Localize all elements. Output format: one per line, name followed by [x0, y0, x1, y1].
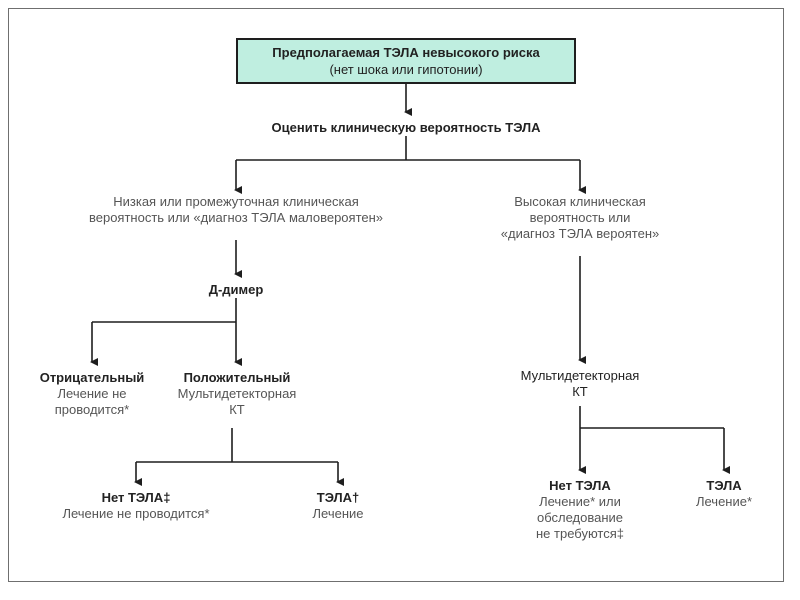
- node-ct-high: Мультидетекторная КТ: [500, 368, 660, 400]
- pe-right-line-1: Лечение*: [695, 494, 753, 509]
- node-positive: Положительный Мультидетекторная КТ: [162, 370, 312, 418]
- no-pe-right-line-3: не требуются‡: [536, 526, 624, 541]
- no-pe-right-line-1: Лечение* или: [539, 494, 621, 509]
- positive-line-1: Мультидетекторная: [177, 386, 297, 401]
- node-no-pe-left: Нет ТЭЛА‡ Лечение не проводится*: [36, 490, 236, 522]
- node-pe-right: ТЭЛА Лечение*: [674, 478, 774, 510]
- pe-left-title: ТЭЛА†: [316, 490, 360, 505]
- no-pe-left-line-1: Лечение не проводится*: [62, 506, 210, 521]
- node-high-probability: Высокая клиническая вероятность или «диа…: [480, 194, 680, 242]
- node-low-probability: Низкая или промежуточная клиническая вер…: [36, 194, 436, 226]
- ct-high-line-2: КТ: [572, 384, 588, 399]
- top-box-title: Предполагаемая ТЭЛА невысокого риска: [272, 45, 540, 60]
- positive-title: Положительный: [183, 370, 291, 385]
- assess-text: Оценить клиническую вероятность ТЭЛА: [271, 120, 541, 135]
- node-assess-probability: Оценить клиническую вероятность ТЭЛА: [206, 120, 606, 136]
- node-pe-left: ТЭЛА† Лечение: [288, 490, 388, 522]
- top-box-subtitle: (нет шока или гипотонии): [329, 62, 483, 77]
- pe-right-title: ТЭЛА: [706, 478, 742, 493]
- node-ddimer: Д-димер: [176, 282, 296, 298]
- high-prob-line-3: «диагноз ТЭЛА вероятен»: [500, 226, 660, 241]
- low-prob-line-2: вероятность или «диагноз ТЭЛА маловероят…: [88, 210, 384, 225]
- negative-title: Отрицательный: [39, 370, 145, 385]
- pe-left-line-1: Лечение: [312, 506, 364, 521]
- no-pe-right-line-2: обследование: [536, 510, 624, 525]
- ddimer-text: Д-димер: [208, 282, 264, 297]
- top-box-suspected-pe: Предполагаемая ТЭЛА невысокого риска (не…: [236, 38, 576, 84]
- no-pe-left-title: Нет ТЭЛА‡: [101, 490, 171, 505]
- diagram-frame: [8, 8, 784, 582]
- negative-line-2: проводится*: [54, 402, 130, 417]
- low-prob-line-1: Низкая или промежуточная клиническая: [113, 194, 359, 209]
- no-pe-right-title: Нет ТЭЛА: [549, 478, 611, 493]
- high-prob-line-2: вероятность или: [529, 210, 631, 225]
- high-prob-line-1: Высокая клиническая: [514, 194, 646, 209]
- positive-line-2: КТ: [229, 402, 245, 417]
- node-no-pe-right: Нет ТЭЛА Лечение* или обследование не тр…: [510, 478, 650, 542]
- node-negative: Отрицательный Лечение не проводится*: [22, 370, 162, 418]
- negative-line-1: Лечение не: [57, 386, 127, 401]
- ct-high-line-1: Мультидетекторная: [520, 368, 640, 383]
